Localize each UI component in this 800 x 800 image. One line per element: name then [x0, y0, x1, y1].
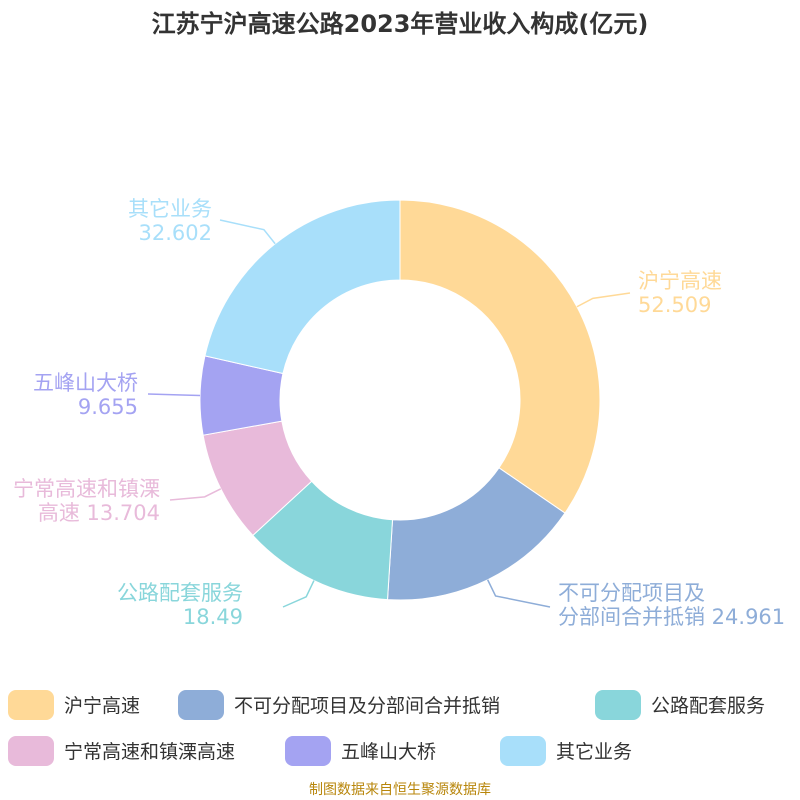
slice-label-slice-3: 宁常高速和镇溧高速 13.704	[13, 477, 160, 525]
slice-label-line: 五峰山大桥	[33, 371, 138, 395]
legend-swatch	[8, 736, 54, 766]
slice-label-line: 不可分配项目及	[558, 581, 705, 605]
legend-label: 公路配套服务	[651, 695, 765, 717]
slice-label-line: 32.602	[139, 221, 212, 245]
legend-item-slice-5[interactable]: 其它业务	[500, 736, 632, 766]
leader-lines-layer	[147, 219, 631, 608]
legend-swatch	[595, 690, 641, 720]
legend-item-slice-2[interactable]: 公路配套服务	[595, 690, 765, 720]
slice-label-line: 分部间合并抵销 24.961	[558, 605, 785, 629]
leader-line-slice-0	[576, 292, 631, 308]
slice-label-line: 其它业务	[128, 197, 212, 221]
legend-swatch	[8, 690, 54, 720]
slices-layer	[199, 199, 601, 601]
slice-label-line: 宁常高速和镇溧	[13, 477, 160, 501]
legend-swatch	[285, 736, 331, 766]
legend-item-slice-3[interactable]: 宁常高速和镇溧高速	[8, 736, 235, 766]
leader-line-slice-2	[282, 580, 315, 608]
legend-swatch	[178, 690, 224, 720]
legend-label: 不可分配项目及分部间合并抵销	[234, 695, 500, 717]
legend-item-slice-0[interactable]: 沪宁高速	[8, 690, 140, 720]
slice-label-line: 9.655	[78, 395, 138, 419]
leader-line-slice-4	[147, 393, 201, 397]
source-watermark: 制图数据来自恒生聚源数据库	[309, 782, 491, 798]
slice-label-line: 52.509	[638, 293, 711, 317]
legend-label: 沪宁高速	[64, 695, 140, 717]
slice-label-line: 公路配套服务	[117, 581, 243, 605]
chart-title: 江苏宁沪高速公路2023年营业收入构成(亿元)	[151, 10, 649, 38]
leader-line-slice-3	[169, 488, 222, 501]
slice-label-line: 沪宁高速	[638, 269, 722, 293]
leader-line-slice-5	[219, 219, 276, 245]
legend-label: 宁常高速和镇溧高速	[64, 741, 235, 763]
legend-label: 五峰山大桥	[341, 741, 436, 763]
legend-label: 其它业务	[556, 741, 632, 763]
slice-label-line: 18.49	[183, 605, 243, 629]
legend-item-slice-4[interactable]: 五峰山大桥	[285, 736, 436, 766]
legend-swatch	[500, 736, 546, 766]
legend-item-slice-1[interactable]: 不可分配项目及分部间合并抵销	[178, 690, 500, 720]
donut-slice-5	[204, 199, 401, 375]
leader-line-slice-1	[486, 579, 551, 608]
donut-slice-0	[399, 199, 601, 514]
slice-label-line: 高速 13.704	[38, 501, 160, 525]
slice-label-slice-1: 不可分配项目及分部间合并抵销 24.961	[558, 581, 785, 629]
